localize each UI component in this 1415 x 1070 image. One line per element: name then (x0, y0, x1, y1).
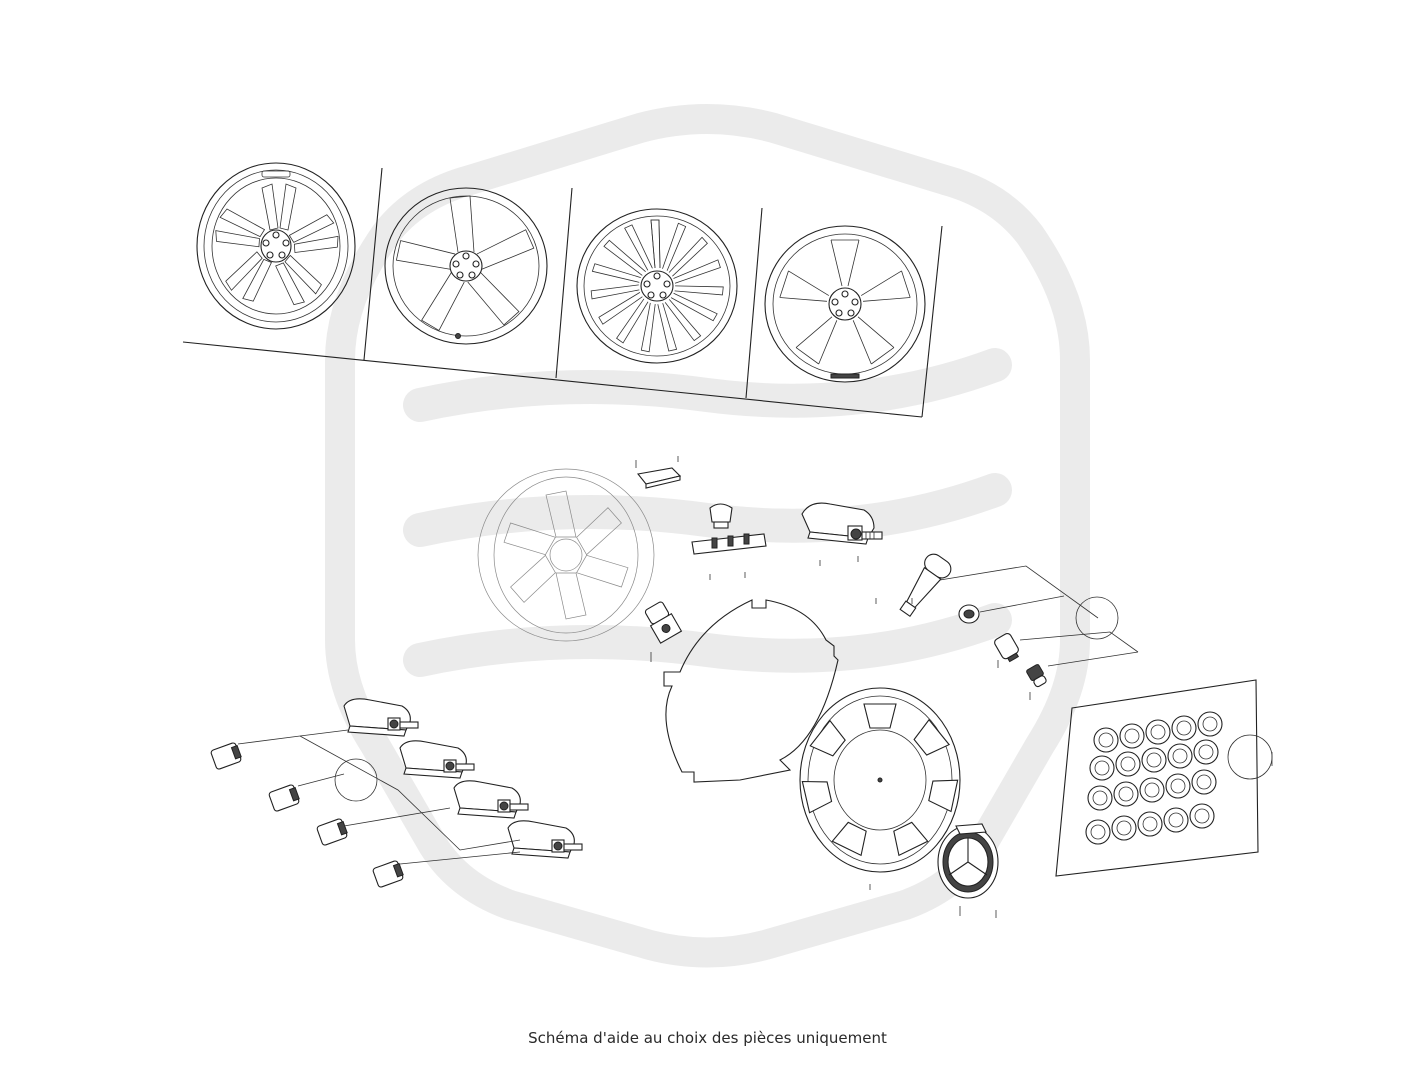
center-cap-star-emblem-icon (937, 823, 999, 899)
alloy-wheel-double-spoke-icon (196, 162, 356, 330)
balance-weight-adhesive-icon (691, 533, 767, 555)
valve-cap-plastic-icon (1026, 664, 1047, 688)
brand-logo-watermark-icon (325, 104, 1090, 968)
wheel-bolt-icon (644, 601, 683, 644)
wheel-rim-seal-ring-icon (663, 599, 839, 783)
valve-insert-small-icon (709, 503, 733, 529)
exploded-parts-diagram (182, 104, 1273, 968)
valve-cap-metal-icon (994, 633, 1020, 663)
wheel-catalog-panel (182, 167, 943, 418)
tpms-sensor-icon (801, 502, 883, 545)
valve-stem-rubber-icon (899, 553, 952, 617)
reference-wheel-outline-icon (477, 468, 655, 642)
valve-nut-ring-icon (958, 604, 980, 624)
hub-cap-wheel-cover-icon (799, 687, 961, 873)
tpms-sensor-kit-group (210, 698, 583, 889)
diagram-caption: Schéma d'aide au choix des pièces unique… (528, 1029, 887, 1047)
alloy-wheel-five-spoke-icon (384, 187, 548, 345)
valve-callout-lines (939, 565, 1139, 667)
alloy-wheel-y-spoke-icon (764, 225, 926, 383)
lug-nut-set-panel (1055, 679, 1273, 877)
alloy-wheel-multi-spoke-icon (576, 208, 738, 364)
balance-weight-clip-icon (635, 460, 682, 489)
